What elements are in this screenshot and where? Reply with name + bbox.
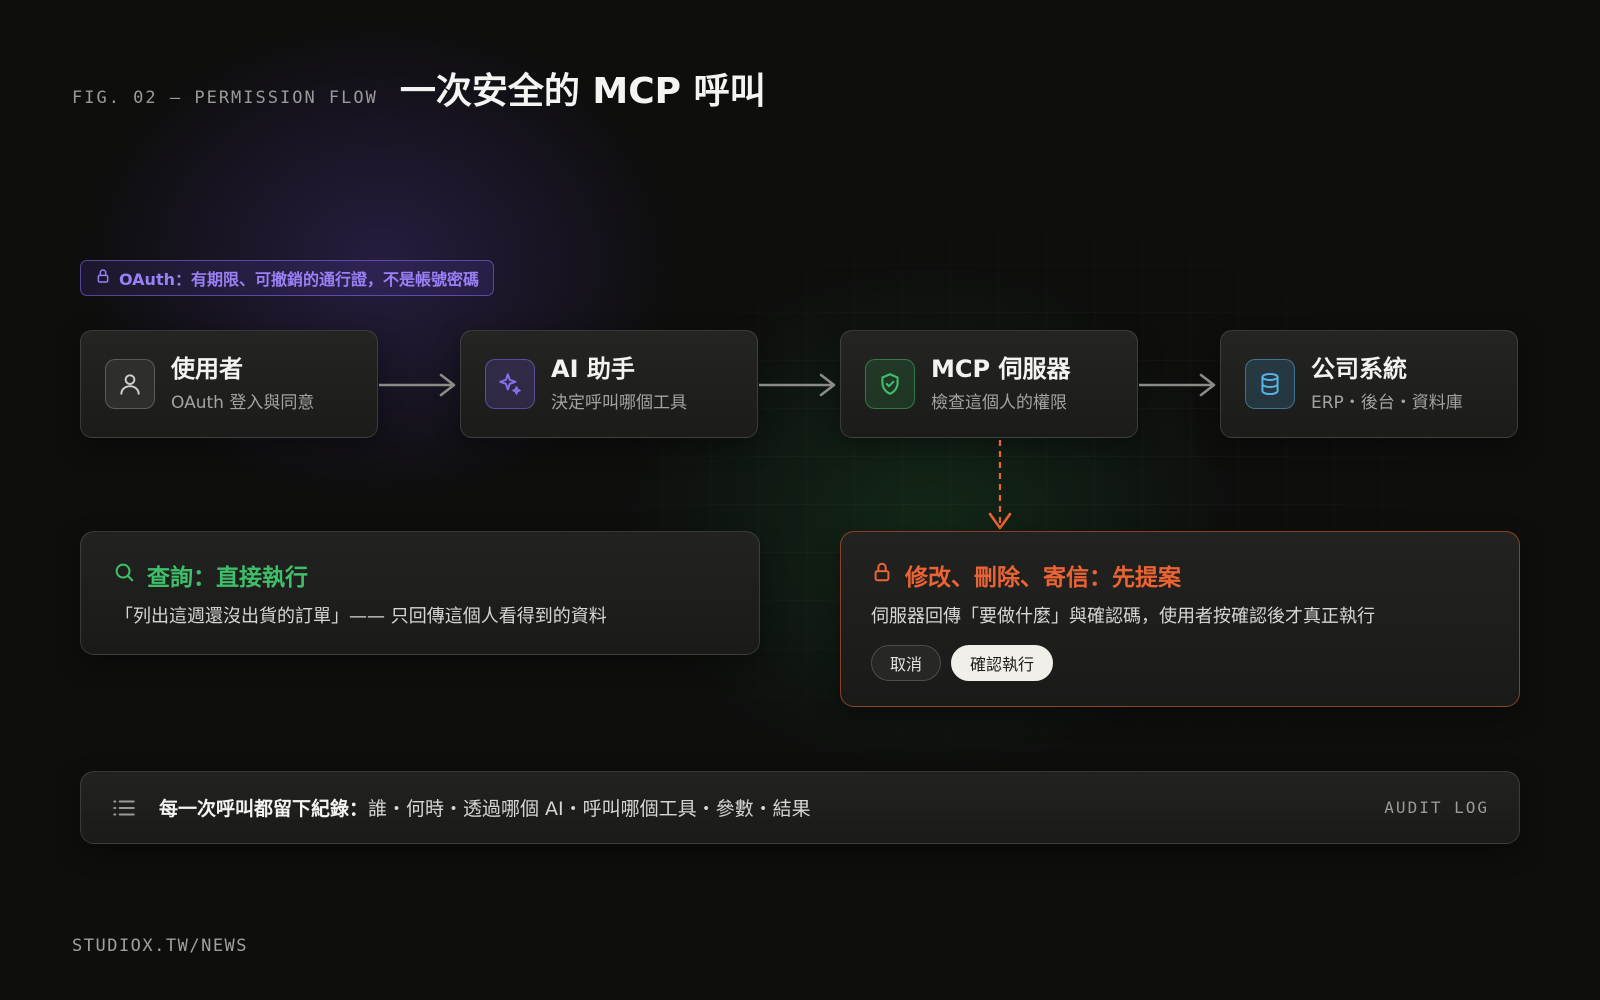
modify-card-header: 修改、刪除、寄信：先提案 — [871, 558, 1181, 592]
flow-node-mcp-server: MCP 伺服器 檢查這個人的權限 — [840, 330, 1138, 438]
audit-log-heading: 每一次呼叫都留下紀錄： — [159, 798, 369, 820]
audit-log-tag: AUDIT LOG — [1384, 798, 1489, 817]
modify-card-title: 修改、刪除、寄信：先提案 — [905, 565, 1181, 591]
arrow-right-icon — [1139, 373, 1216, 397]
page-title: 一次安全的 MCP 呼叫 — [399, 71, 766, 112]
confirm-actions: 取消 確認執行 — [871, 645, 1054, 681]
query-card-title: 查詢：直接執行 — [147, 565, 308, 591]
confirm-execute-button[interactable]: 確認執行 — [951, 645, 1054, 681]
arrow-right-icon — [759, 373, 836, 397]
lock-icon — [871, 561, 893, 589]
cancel-button[interactable]: 取消 — [871, 645, 942, 681]
node-subtitle: OAuth 登入與同意 — [171, 392, 315, 413]
flow-node-user: 使用者 OAuth 登入與同意 — [80, 330, 378, 438]
modify-card: 修改、刪除、寄信：先提案 伺服器回傳「要做什麼」與確認碼，使用者按確認後才真正執… — [840, 531, 1520, 707]
node-title: MCP 伺服器 — [931, 355, 1071, 384]
node-subtitle: 決定呼叫哪個工具 — [551, 392, 687, 413]
list-icon — [111, 795, 137, 821]
audit-log-description: 每一次呼叫都留下紀錄：誰・何時・透過哪個 AI・呼叫哪個工具・參數・結果 — [159, 794, 811, 821]
query-card-header: 查詢：直接執行 — [113, 558, 308, 592]
node-subtitle: ERP・後台・資料庫 — [1311, 392, 1463, 413]
flow-node-company-systems: 公司系統 ERP・後台・資料庫 — [1220, 330, 1518, 438]
arrow-down-icon — [988, 440, 1012, 530]
query-card: 查詢：直接執行 「列出這週還沒出貨的訂單」—— 只回傳這個人看得到的資料 — [80, 531, 760, 655]
audit-log-bar: 每一次呼叫都留下紀錄：誰・何時・透過哪個 AI・呼叫哪個工具・參數・結果 AUD… — [80, 771, 1520, 844]
node-subtitle: 檢查這個人的權限 — [931, 392, 1067, 413]
shield-check-icon — [865, 359, 915, 409]
header: FIG. 02 — PERMISSION FLOW 一次安全的 MCP 呼叫 — [72, 62, 766, 114]
audit-log-fields: 誰・何時・透過哪個 AI・呼叫哪個工具・參數・結果 — [368, 798, 811, 820]
arrow-right-icon — [379, 373, 456, 397]
node-title: 公司系統 — [1311, 355, 1407, 384]
oauth-note-badge: OAuth：有期限、可撤銷的通行證，不是帳號密碼 — [80, 260, 494, 296]
lock-icon — [95, 268, 111, 288]
background-grid — [470, 120, 1580, 820]
search-icon — [113, 561, 135, 589]
modify-card-body: 伺服器回傳「要做什麼」與確認碼，使用者按確認後才真正執行 — [871, 606, 1375, 627]
database-icon — [1245, 359, 1295, 409]
flow-node-ai-assistant: AI 助手 決定呼叫哪個工具 — [460, 330, 758, 438]
figure-label: FIG. 02 — PERMISSION FLOW — [72, 88, 378, 108]
query-card-body: 「列出這週還沒出貨的訂單」—— 只回傳這個人看得到的資料 — [115, 606, 607, 627]
sparkle-icon — [485, 359, 535, 409]
footer-url: STUDIOX.TW/NEWS — [72, 936, 249, 956]
node-title: 使用者 — [171, 355, 243, 384]
user-icon — [105, 359, 155, 409]
node-title: AI 助手 — [551, 355, 635, 384]
oauth-note-text: OAuth：有期限、可撤銷的通行證，不是帳號密碼 — [119, 270, 479, 289]
